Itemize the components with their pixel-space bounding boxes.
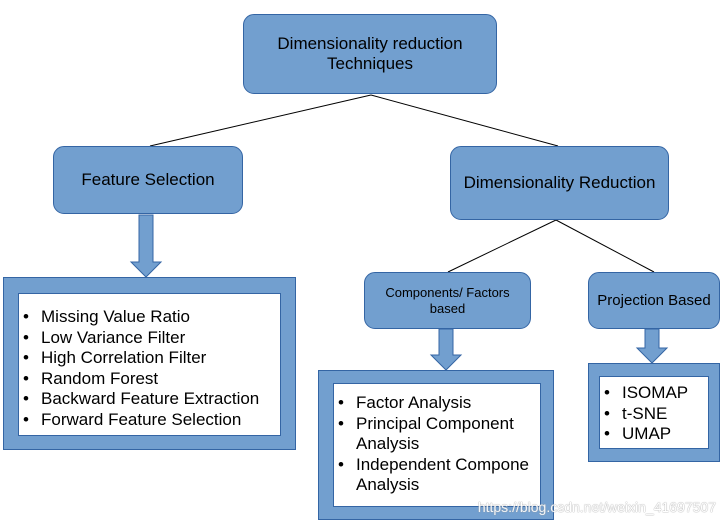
list-item: •t-SNE [604, 403, 668, 423]
list-item: •Random Forest [23, 368, 159, 388]
feature-selection-list: •Missing Value Ratio •Low Variance Filte… [21, 307, 280, 430]
down-arrow-components [429, 328, 463, 371]
list-item: •Backward Feature Extraction [23, 389, 260, 408]
feature-selection-list-panel: •Missing Value Ratio •Low Variance Filte… [3, 277, 296, 450]
connector-dr-to-components [447, 219, 557, 273]
projection-title: Projection Based [597, 291, 711, 309]
projection-list-box: •ISOMAP •t-SNE •UMAP [599, 376, 709, 449]
feature-selection-title: Feature Selection [81, 169, 215, 189]
watermark-text: https://blog.csdn.net/weixin_41697507 [477, 499, 716, 515]
root-title-line2: Techniques [326, 54, 413, 73]
down-arrow-projection [635, 328, 669, 364]
connector-root-to-dimensionality-reduction [370, 94, 559, 147]
components-title-line2: based [429, 300, 466, 316]
connector-root-to-feature-selection [149, 94, 372, 147]
list-item: •Missing Value Ratio [23, 307, 190, 326]
list-item: •Factor Analysis [338, 393, 472, 412]
list-item: •Low Variance Filter [23, 327, 186, 347]
feature-selection-node: Feature Selection [53, 146, 243, 214]
root-node: Dimensionality reduction Techniques [243, 14, 497, 94]
list-item: •Forward Feature Selection [23, 409, 242, 429]
projection-list: •ISOMAP •t-SNE •UMAP [602, 383, 708, 445]
components-factors-node: Components/ Factors based [364, 272, 531, 329]
components-title-line1: Components/ Factors [385, 284, 510, 300]
down-arrow-feature-selection [129, 214, 163, 278]
connector-dr-to-projection [555, 219, 655, 273]
root-title-line1: Dimensionality reduction [277, 33, 463, 53]
projection-list-panel: •ISOMAP •t-SNE •UMAP [588, 363, 720, 462]
list-item: •High Correlation Filter [23, 348, 207, 367]
list-item: •UMAP [604, 424, 672, 443]
list-item: •ISOMAP [604, 383, 689, 402]
feature-selection-list-box: •Missing Value Ratio •Low Variance Filte… [18, 293, 281, 436]
dimensionality-reduction-node: Dimensionality Reduction [450, 146, 669, 220]
dimensionality-reduction-title: Dimensionality Reduction [463, 172, 656, 192]
projection-based-node: Projection Based [588, 272, 720, 329]
